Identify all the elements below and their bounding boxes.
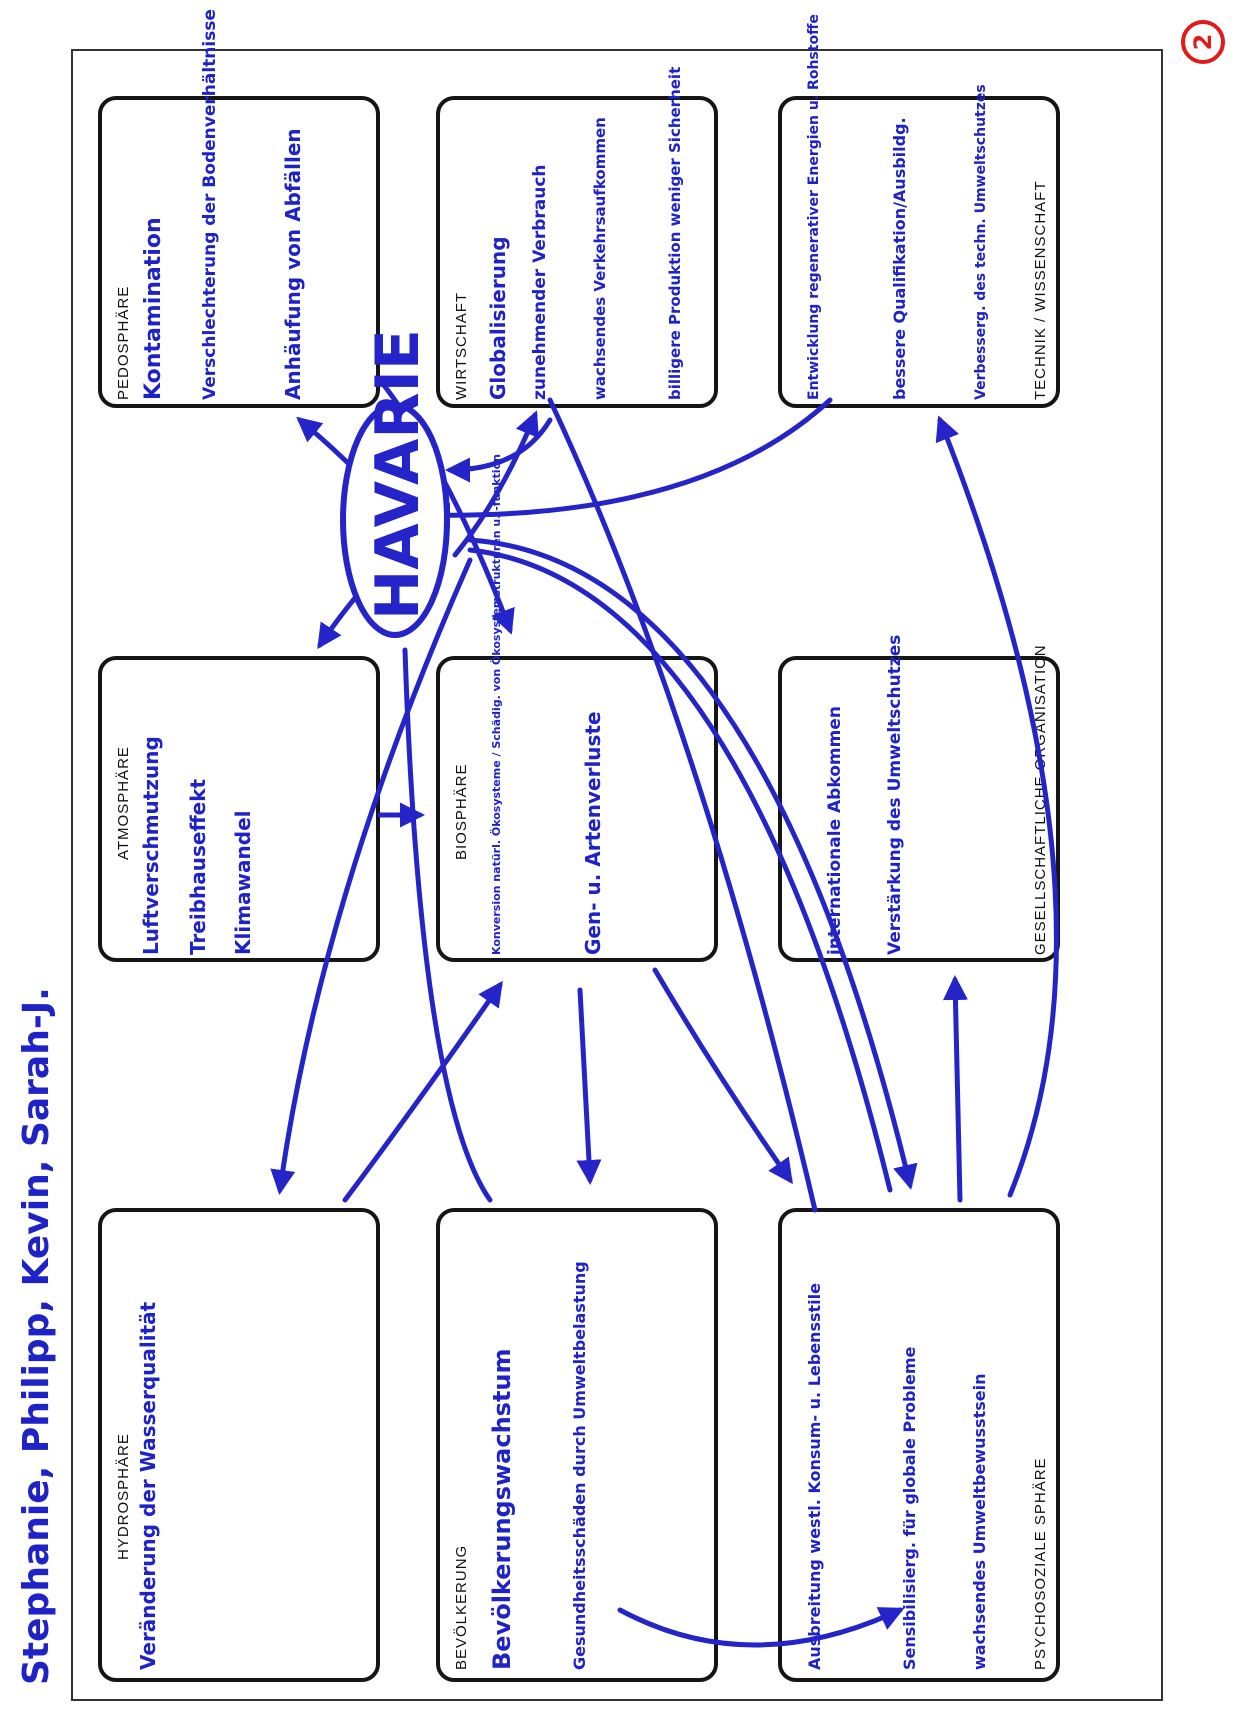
note-psy-2: Sensibilisierg. für globale Probleme (900, 1347, 919, 1671)
line-wirt-psycho (547, 397, 818, 1213)
note-wirt-4: billigere Produktion weniger Sicherheit (666, 67, 684, 400)
box-title-atmosphaere: ATMOSPHÄRE (115, 746, 132, 860)
note-ges-2: Verstärkung des Umweltschutzes (885, 635, 905, 955)
box-atmosphaere: ATMOSPHÄRE Luftverschmutzung Treibhausef… (98, 656, 380, 962)
authors-line: Stephanie, Philipp, Kevin, Sarah-J. (16, 987, 57, 1685)
box-title-biosphaere: BIOSPHÄRE (453, 763, 470, 860)
note-bio-2: Gen- u. Artenverluste (581, 711, 605, 955)
note-atmo-3: Klimawandel (231, 811, 255, 956)
box-biosphaere: BIOSPHÄRE Konversion natürl. Ökosysteme … (436, 454, 718, 962)
box-pedosphaere: PEDOSPHÄRE Kontamination Verschlechterun… (98, 9, 380, 408)
note-tech-3: Verbesserg. des techn. Umweltschutzes (973, 84, 989, 400)
note-bev-1: Bevölkerungswachstum (488, 1348, 516, 1670)
box-hydrosphaere: HYDROSPHÄRE Veränderung der Wasserqualit… (98, 1208, 380, 1682)
arrow-havarie-psycho-1 (467, 537, 918, 1190)
box-psychosoziale-sphaere: PSYCHOSOZIALE SPHÄRE Ausbreitung westl. … (778, 1208, 1060, 1682)
arrow-psycho-gesell (942, 975, 968, 1203)
box-title-wirtschaft: WIRTSCHAFT (453, 292, 470, 400)
havarie-label: HAVARIE (363, 329, 433, 620)
note-atmo-2: Treibhauseffekt (186, 778, 210, 955)
box-bevoelkerung: BEVÖLKERUNG Bevölkerungswachstum Gesundh… (436, 1208, 718, 1682)
box-wirtschaft: WIRTSCHAFT Globalisierung zunehmender Ve… (436, 67, 718, 408)
havarie-center: HAVARIE (340, 329, 450, 638)
note-tech-1: Entwicklung regenerativer Energien u. Ro… (806, 14, 822, 400)
note-hydro-1: Veränderung der Wasserqualität (136, 1301, 160, 1670)
arrow-wirtschaft-havarie (445, 417, 553, 483)
note-bev-2: Gesundheitsschäden durch Umweltbelastung (570, 1261, 589, 1670)
note-pedo-1: Kontamination (141, 217, 166, 400)
box-title-bevoelkerung: BEVÖLKERUNG (452, 1545, 470, 1670)
box-title-psychosozial: PSYCHOSOZIALE SPHÄRE (1032, 1457, 1049, 1670)
note-pedo-2: Verschlechterung der Bodenverhältnisse (200, 9, 220, 400)
arrow-havarie-hydro (270, 557, 473, 1195)
page-number: 2 (1189, 34, 1217, 51)
arrow-psycho-technik (935, 415, 1059, 1198)
box-title-pedosphaere: PEDOSPHÄRE (115, 286, 132, 400)
box-title-hydrosphaere: HYDROSPHÄRE (115, 1433, 132, 1560)
box-technik-wissenschaft: TECHNIK / WISSENSCHAFT Entwicklung regen… (778, 14, 1060, 408)
box-title-gesellschaft: GESELLSCHAFTLICHE ORGANISATION (1032, 644, 1049, 955)
page-frame (71, 49, 1163, 1701)
arrow-havarie-wirtschaft-up (452, 410, 539, 558)
arrow-havarie-psycho-2 (467, 547, 893, 1193)
arrow-bio-psycho (652, 967, 793, 1185)
note-psy-1: Ausbreitung westl. Konsum- u. Lebensstil… (805, 1283, 824, 1670)
note-wirt-3: wachsendes Verkehrsaufkommen (591, 117, 609, 400)
box-gesellschaftliche-organisation: GESELLSCHAFTLICHE ORGANISATION internati… (778, 635, 1060, 962)
note-wirt-2: zunehmender Verbrauch (530, 164, 550, 400)
note-tech-2: bessere Qualifikation/Ausbildg. (890, 117, 909, 400)
note-ges-1: internationale Abkommen (825, 706, 845, 955)
arrow-bev-psycho (617, 1607, 905, 1648)
note-pedo-3: Anhäufung von Abfällen (281, 128, 305, 400)
line-bev-havarie (402, 647, 493, 1203)
arrow-technik-havarie (425, 397, 833, 528)
note-atmo-1: Luftverschmutzung (139, 736, 163, 955)
arrow-hydro-bio (342, 980, 503, 1203)
arrow-bio-bev (576, 987, 602, 1185)
note-wirt-1: Globalisierung (486, 236, 510, 400)
note-psy-3: wachsendes Umweltbewusstsein (970, 1374, 989, 1670)
box-title-technik: TECHNIK / WISSENSCHAFT (1032, 180, 1049, 400)
page-number-badge: 2 (1181, 20, 1225, 64)
note-bio-1: Konversion natürl. Ökosysteme / Schädig.… (489, 454, 503, 955)
